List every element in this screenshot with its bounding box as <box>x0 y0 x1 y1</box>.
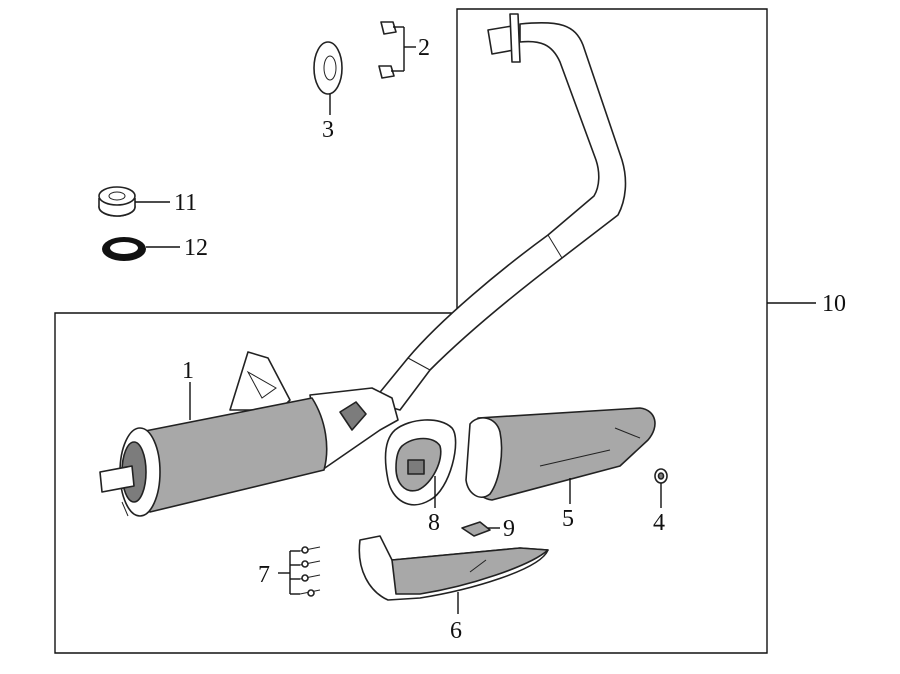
seal-ring <box>102 237 146 261</box>
callout-6: 6 <box>450 618 462 644</box>
callout-11: 11 <box>174 190 197 216</box>
callout-1: 1 <box>182 358 194 384</box>
callout-9: 9 <box>503 516 515 542</box>
muffler-end-cap <box>384 419 457 506</box>
callout-10: 10 <box>822 291 846 317</box>
exhaust-muffler <box>99 351 399 517</box>
screws <box>299 546 321 597</box>
lower-heat-guard <box>358 535 549 601</box>
callout-7: 7 <box>258 562 270 588</box>
collar <box>98 186 136 217</box>
leader-lines <box>135 26 816 614</box>
assembly-boundary <box>54 8 768 654</box>
washer <box>654 468 668 484</box>
callout-2: 2 <box>418 35 430 61</box>
exhaust-gasket <box>313 41 343 95</box>
callout-3: 3 <box>322 117 334 143</box>
callout-5: 5 <box>562 506 574 532</box>
callout-12: 12 <box>184 235 208 261</box>
clip <box>461 521 491 537</box>
callout-4: 4 <box>653 510 665 536</box>
exhaust-pipe <box>371 13 627 411</box>
muffler-heat-shield <box>465 407 656 501</box>
flange-nuts <box>378 21 397 79</box>
callout-8: 8 <box>428 510 440 536</box>
